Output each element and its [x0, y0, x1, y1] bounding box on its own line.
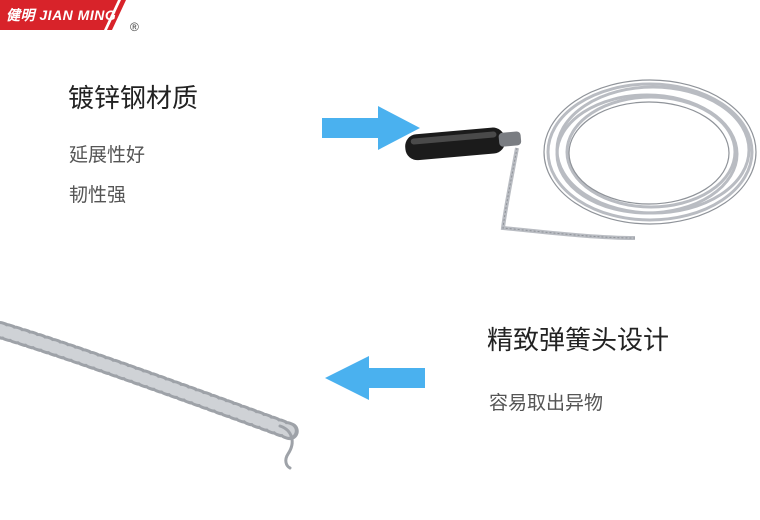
feature-1-line-1: 延展性好 — [69, 144, 146, 166]
spring-head-image — [0, 321, 301, 470]
registered-mark: ® — [130, 20, 139, 34]
feature-1-title: 镀锌钢材质 — [68, 84, 199, 114]
logo-chinese: 健明 — [6, 7, 35, 23]
arrow-right-icon — [322, 106, 420, 150]
feature-2-line-1: 容易取出异物 — [489, 392, 604, 414]
logo-latin: JIAN MING — [39, 7, 117, 23]
drain-snake-coil-image — [405, 79, 757, 240]
feature-2-title: 精致弹簧头设计 — [487, 326, 670, 356]
feature-1-line-2: 韧性强 — [69, 184, 127, 206]
brand-logo: 健明 JIAN MING — [0, 0, 140, 30]
arrow-left-icon — [325, 356, 425, 400]
logo-text: 健明 JIAN MING — [6, 5, 116, 25]
logo-banner — [0, 0, 126, 30]
